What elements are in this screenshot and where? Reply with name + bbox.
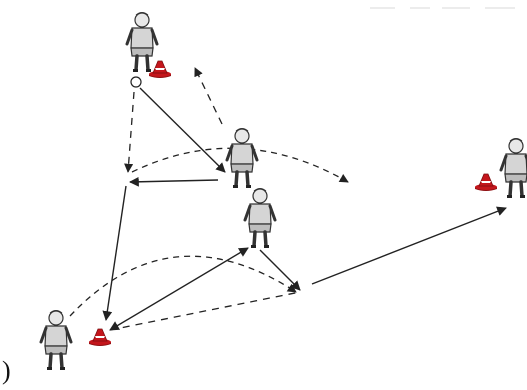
soccer-player-icon: [41, 311, 71, 371]
training-cone-icon: [89, 329, 111, 346]
ball-icon: [131, 77, 141, 87]
run-line-cone-to-right: [110, 292, 300, 330]
pass-left-down: [106, 186, 126, 320]
soccer-player-icon: [127, 13, 157, 73]
pass-center-lower-down: [260, 250, 300, 290]
pass-ball-to-center: [140, 88, 225, 172]
pass-center-to-left: [130, 180, 218, 182]
soccer-player-icon: [245, 189, 275, 249]
soccer-player-icon: [501, 139, 527, 199]
training-cone-icon: [475, 174, 497, 191]
pass-to-right-player: [312, 208, 506, 284]
run-line-ball-down: [128, 92, 134, 172]
stray-parenthesis: ): [2, 358, 11, 384]
training-cone-icon: [149, 61, 171, 78]
soccer-player-icon: [227, 129, 257, 189]
run-line-up-right: [195, 68, 222, 124]
pass-cone-to-center-lower: [110, 248, 248, 330]
